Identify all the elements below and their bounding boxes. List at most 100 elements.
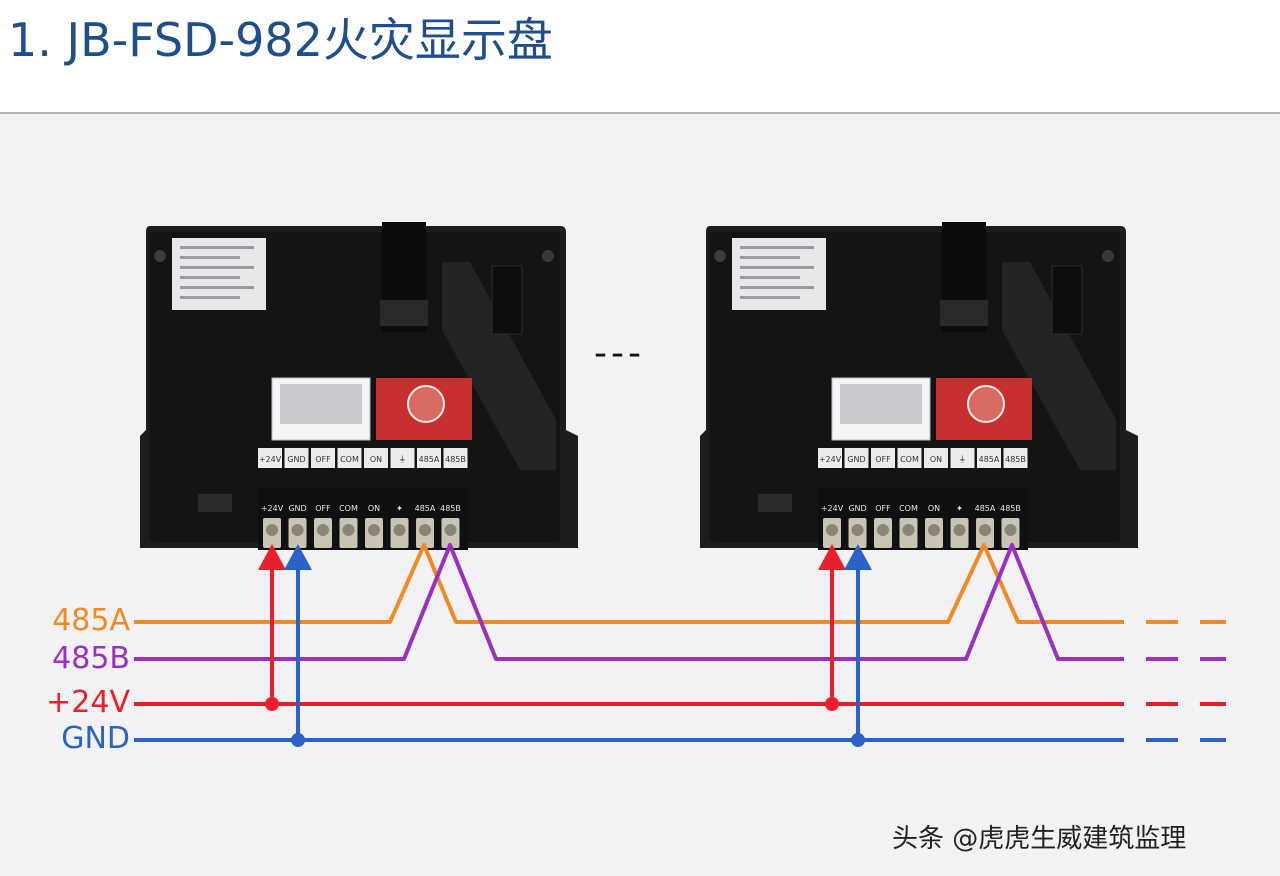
arrow-GND [284, 544, 312, 570]
terminal-label: COM [339, 504, 358, 513]
terminal-screw-head [393, 524, 406, 536]
terminal-label: GND [288, 504, 306, 513]
strip-cell [977, 448, 1001, 468]
arrow-24V [258, 544, 286, 570]
sticker-line [180, 246, 254, 249]
sticker-line [180, 276, 240, 279]
arrow-GND [844, 544, 872, 570]
terminal-screw-head [1004, 524, 1017, 536]
sticker-line [180, 266, 254, 269]
strip-cell [337, 448, 362, 468]
sticker-line [740, 276, 800, 279]
side-slot [1051, 265, 1083, 335]
screw-hole [714, 250, 726, 262]
terminal-screw-head [368, 524, 380, 536]
screw-hole [1102, 250, 1114, 262]
terminal-screw-head [317, 524, 329, 536]
wire-485B [134, 543, 1124, 661]
barcode-window [840, 384, 922, 424]
terminal-screw-head [826, 524, 838, 536]
terminal-screw-head [444, 524, 457, 536]
strip-label: OFF [875, 455, 891, 464]
mount-tab [940, 300, 988, 326]
terminal-label: OFF [875, 504, 891, 513]
strip-label: ⏚ [959, 455, 967, 464]
strip-cell [844, 448, 869, 468]
strip-cell [390, 448, 415, 468]
strip-cell [897, 448, 922, 468]
terminal-label: ON [928, 504, 940, 513]
strip-label: +24V [819, 455, 842, 464]
junction-24V [265, 697, 279, 711]
strip-label: ON [930, 455, 942, 464]
strip-cell [924, 448, 948, 468]
bus-label-485B: 485B [52, 641, 130, 676]
strip-label: COM [340, 455, 359, 464]
sticker-line [180, 286, 254, 289]
ellipsis-between-devices: --- [594, 333, 645, 374]
terminal-screw-head [266, 524, 278, 536]
terminal-label: 485B [1000, 504, 1021, 513]
junction-GND [851, 733, 865, 747]
strip-label: 485B [445, 455, 466, 464]
sticker-line [740, 246, 814, 249]
strip-label: ON [370, 455, 382, 464]
screw-hole [154, 250, 166, 262]
certification-seal [407, 385, 445, 423]
terminal-screw-head [419, 524, 431, 536]
certification-seal [967, 385, 1005, 423]
strip-cell [871, 448, 895, 468]
mount-rail [442, 262, 556, 470]
wire-485A [134, 543, 1124, 624]
barcode-window [280, 384, 362, 424]
strip-label: +24V [259, 455, 282, 464]
dip-switch [758, 494, 792, 512]
terminal-label: ON [368, 504, 380, 513]
strip-label: 485B [1005, 455, 1026, 464]
terminal-label: ✦ [956, 504, 963, 513]
sticker-line [740, 296, 800, 299]
terminal-label: 485A [415, 504, 436, 513]
strip-label: GND [847, 455, 865, 464]
strip-label: ⏚ [399, 455, 407, 464]
strip-label: OFF [315, 455, 331, 464]
terminal-label: ✦ [396, 504, 403, 513]
terminal-screw-head [928, 524, 940, 536]
wires-layer [134, 543, 1226, 747]
mount-tab [380, 300, 428, 326]
mount-rail [1002, 262, 1116, 470]
strip-cell [311, 448, 335, 468]
dip-switch [198, 494, 232, 512]
terminal-label: OFF [315, 504, 331, 513]
sticker-line [180, 256, 240, 259]
terminal-label: +24V [261, 504, 284, 513]
strip-cell [818, 448, 842, 468]
sticker-line [740, 286, 814, 289]
strip-cell [258, 448, 282, 468]
terminal-screw-head [953, 524, 966, 536]
bus-label-24V: +24V [46, 685, 130, 720]
strip-cell [1003, 448, 1028, 468]
terminal-label: 485A [975, 504, 996, 513]
devices-layer: +24V GND OFF COM ON ⏚ 485A 485B +24V GND OFF COM ON ✦… [140, 222, 1138, 550]
device-1: +24V GND OFF COM ON ⏚ 485A 485B +24V GND OFF COM ON ✦… [140, 222, 578, 550]
side-slot [491, 265, 523, 335]
terminal-label: COM [899, 504, 918, 513]
bus-label-485A: 485A [52, 603, 130, 638]
strip-label: 485A [419, 455, 440, 464]
strip-label: GND [287, 455, 305, 464]
terminal-screw-head [291, 524, 304, 536]
terminal-label: 485B [440, 504, 461, 513]
junction-24V [825, 697, 839, 711]
terminal-screw-head [979, 524, 991, 536]
terminal-screw-head [851, 524, 864, 536]
strip-label: COM [900, 455, 919, 464]
terminal-screw-head [902, 524, 915, 536]
sticker-line [180, 296, 240, 299]
strip-cell [443, 448, 468, 468]
watermark: 头条 @虎虎生威建筑监理 [892, 824, 1187, 854]
screw-hole [542, 250, 554, 262]
terminal-screw-head [342, 524, 355, 536]
